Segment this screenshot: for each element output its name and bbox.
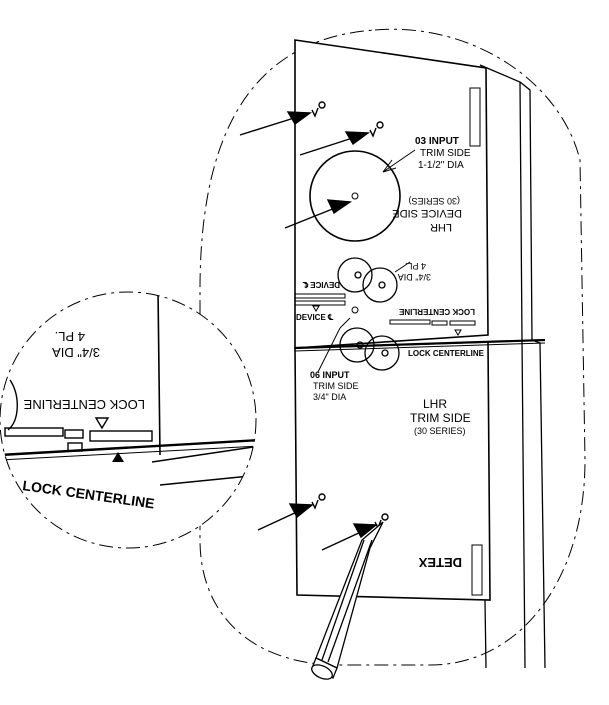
trim-side-series: (30 SERIES) <box>414 426 466 436</box>
zoom-lock-centerline-upside: LOCK CENTERLINE <box>23 397 145 412</box>
input-06-side: TRIM SIDE <box>313 381 359 391</box>
device-centerline-upside: DEVICE ℄ <box>302 280 340 289</box>
zoom-holes-dia: 3/4" DIA <box>52 345 100 360</box>
input-06-dia: 3/4" DIA <box>313 392 346 402</box>
device-centerline-label: DEVICE ℄ <box>296 313 334 322</box>
device-holes-lower <box>339 327 400 371</box>
device-holes-upper <box>337 257 398 303</box>
leader-lines <box>317 149 416 373</box>
device-side-title: LHR <box>430 221 452 233</box>
device-side-series: (30 SERIES) <box>408 196 460 206</box>
device-side-line2: DEVICE SIDE <box>392 207 462 219</box>
device-centerline-marks <box>294 293 476 336</box>
trim-side-title: LHR <box>423 397 447 411</box>
input-03-side: TRIM SIDE <box>420 148 471 159</box>
lock-centerline-label: LOCK CENTERLINE <box>408 349 485 358</box>
zoom-holes-count: 4 PL. <box>55 329 85 344</box>
detail-outline-dashed <box>199 28 586 666</box>
zoom-inset <box>0 291 257 549</box>
pointer-arrows <box>239 111 378 551</box>
input-03-label: 03 INPUT <box>415 136 459 147</box>
zoom-arrow-up-icon <box>112 452 124 462</box>
brand-logo-text: DETEX <box>418 555 462 570</box>
holes-dia: 3/4" DIA <box>398 272 431 282</box>
trim-hole-large <box>309 150 401 242</box>
input-06-label: 06 INPUT <box>310 370 350 380</box>
holes-count: 4 PL. <box>405 261 426 271</box>
trim-side-line2: TRIM SIDE <box>410 411 471 425</box>
input-03-dia: 1-1/2" DIA <box>418 160 464 171</box>
template-labels: 03 INPUT TRIM SIDE 1-1/2" DIA LHR DEVICE… <box>296 136 485 570</box>
pencil-illustration <box>311 521 384 680</box>
lock-centerline-upside: LOCK CENTERLINE <box>398 307 475 316</box>
